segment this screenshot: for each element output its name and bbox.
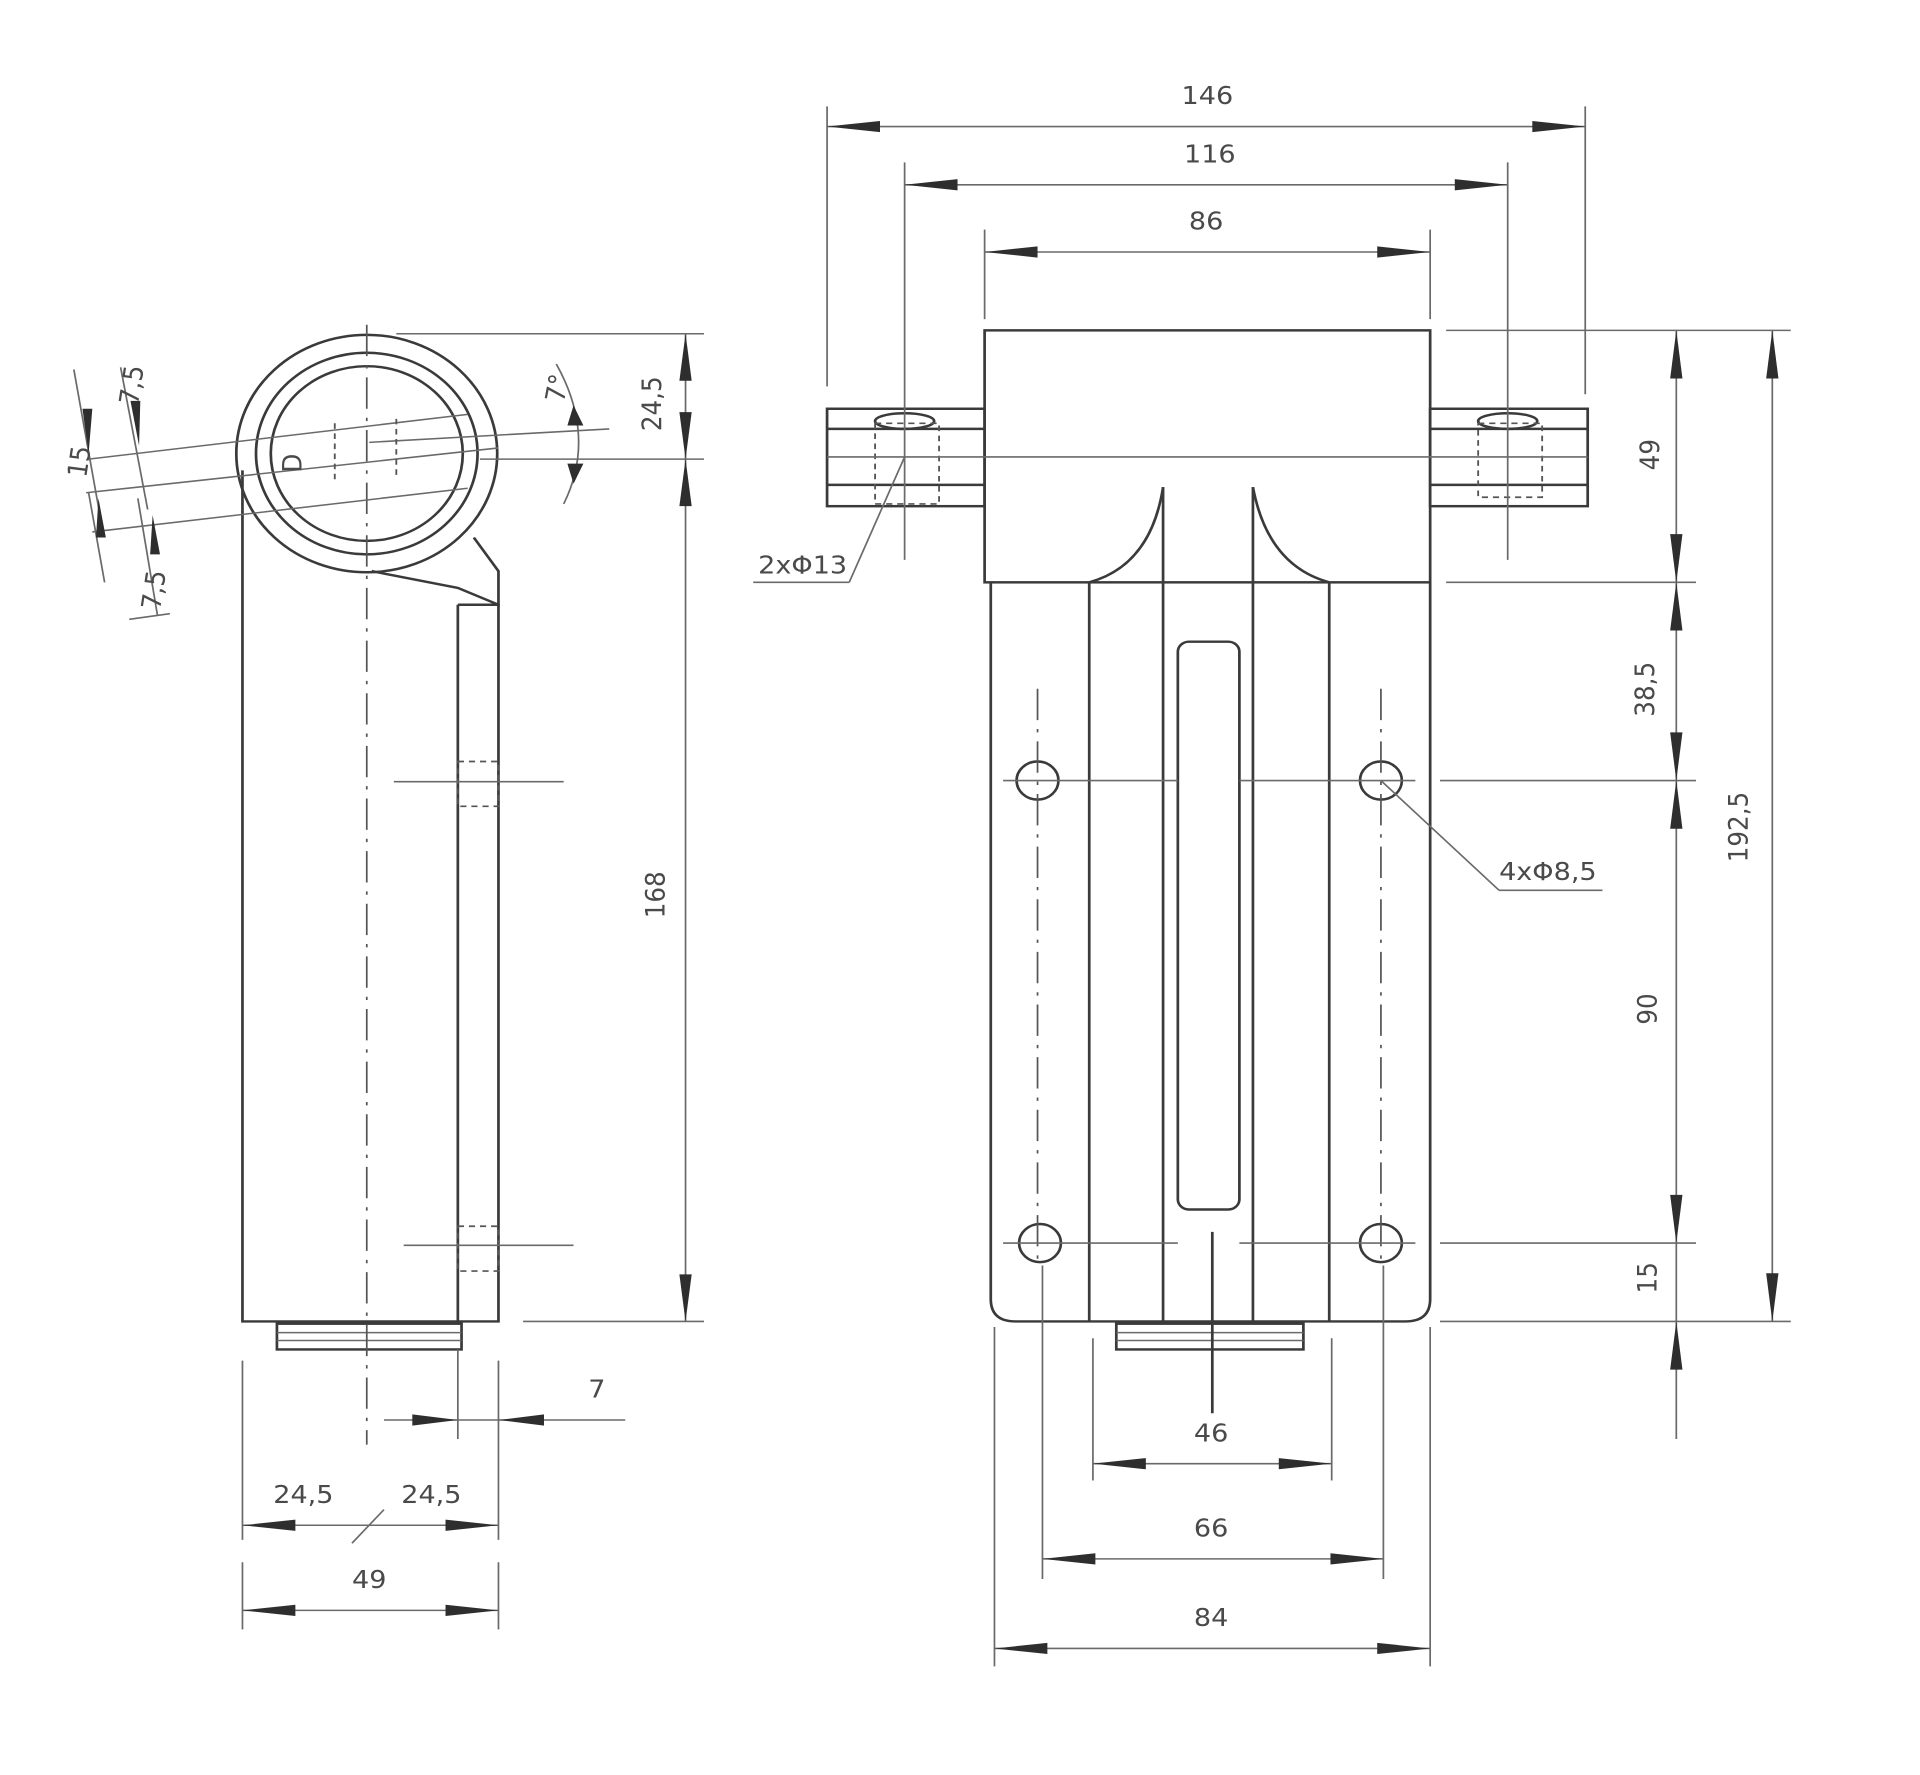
dim-inner-leg-span: 46 — [1194, 1419, 1228, 1448]
dim-overall-height-192-5: 192,5 — [1724, 792, 1755, 863]
pin-hole-right-hidden — [1477, 422, 1544, 499]
leader-pin-holes — [848, 456, 906, 583]
side-view: D 7° 7,5 15 7,5 24,5 168 — [62, 324, 704, 1630]
dim-pin-center-span: 116 — [1184, 140, 1236, 169]
front-thread-stub — [1114, 1322, 1305, 1351]
dim-to-upper-holes: 38,5 — [1630, 662, 1661, 717]
leader-mount-holes — [1380, 780, 1500, 891]
dim-head-width: 86 — [1189, 208, 1223, 237]
dim-head-height: 49 — [1635, 439, 1666, 470]
bore-edge-upper — [88, 413, 468, 460]
center-slot — [1176, 640, 1241, 1211]
dim-pin-span: 146 — [1182, 82, 1234, 111]
clamp-lug — [371, 536, 500, 607]
fillet-right — [1251, 486, 1330, 584]
front-body-outline — [989, 582, 1432, 1323]
dim-overall-width-49: 49 — [352, 1566, 386, 1595]
bore-axis — [86, 447, 499, 494]
dim-center-height: 24,5 — [637, 376, 668, 431]
angle-arc — [555, 363, 580, 505]
side-body-outline — [241, 470, 500, 1323]
front-view: 2xΦ13 4xΦ8,5 146 116 86 — [753, 82, 1791, 1667]
dim-bore-width: 15 — [62, 444, 98, 479]
dim-offset-upper: 7,5 — [114, 364, 151, 407]
dim-rail-width: 7 — [588, 1376, 605, 1405]
pin-hole-left-hidden — [874, 422, 940, 505]
thread-stub — [275, 1322, 463, 1351]
callout-pin-holes: 2xΦ13 — [758, 551, 847, 580]
rail-hole-lower — [456, 1225, 500, 1272]
dim-tilt-angle: 7° — [540, 372, 576, 405]
dim-half-right: 24,5 — [401, 1481, 461, 1510]
bore-edge-lower — [92, 487, 468, 533]
dim-overall-width-84: 84 — [1194, 1604, 1228, 1633]
callout-mount-holes: 4xΦ8,5 — [1499, 858, 1597, 887]
dim-lower-hole-to-bottom: 15 — [1633, 1262, 1664, 1293]
dim-hole-spacing-vertical: 90 — [1633, 993, 1664, 1024]
dim-overall-height-168: 168 — [641, 871, 672, 918]
dim-hole-spacing-horizontal: 66 — [1194, 1515, 1228, 1544]
bore-marker: D — [277, 454, 308, 473]
fillet-left — [1088, 486, 1165, 584]
dim-half-left: 24,5 — [273, 1481, 333, 1510]
dim-offset-lower: 7,5 — [136, 568, 173, 611]
rail-hole-upper — [456, 760, 500, 808]
